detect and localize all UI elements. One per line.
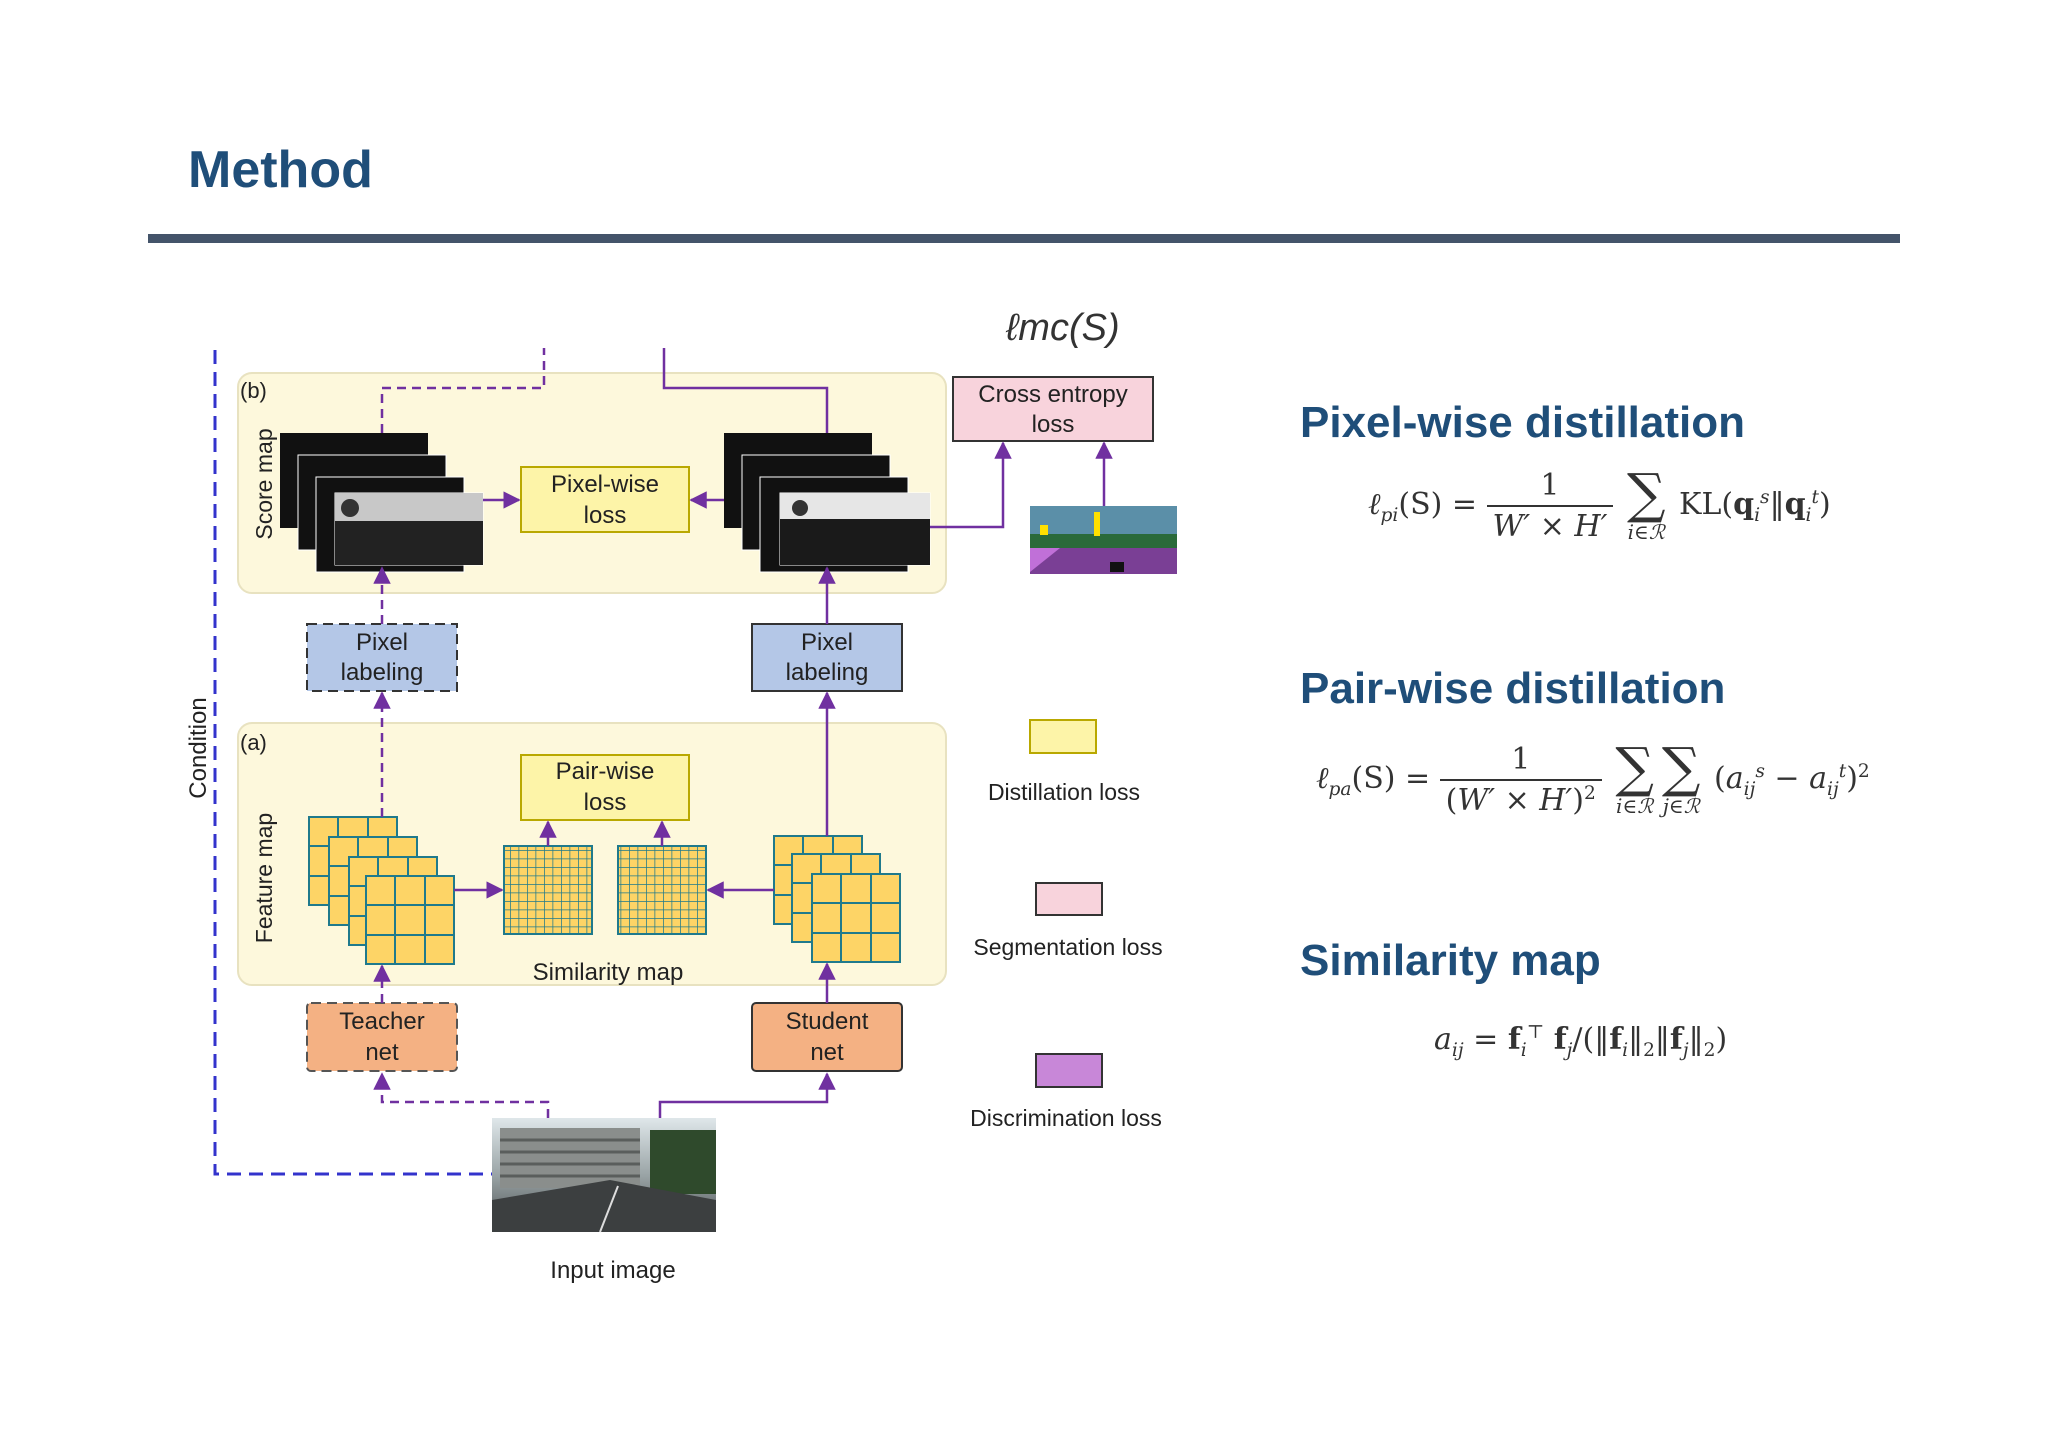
input-image-label: Input image bbox=[550, 1257, 675, 1284]
student-feature-maps bbox=[773, 835, 901, 963]
pair-wise-formula: ℓpa(S) = 1(W′ × H′)2 ∑i∈ℛ∑j∈ℛ (aijs − ai… bbox=[1316, 736, 1870, 819]
pair-wise-loss-line-2: loss bbox=[584, 789, 627, 816]
teacher-pixel-labeling-line-2: labeling bbox=[341, 659, 424, 686]
teacher-similarity-map bbox=[503, 845, 593, 935]
student-similarity-map bbox=[617, 845, 707, 935]
student-scoremap-to-top bbox=[662, 348, 829, 433]
pixel-wise-loss-line-2: loss bbox=[584, 502, 627, 529]
slide-title: Method bbox=[188, 141, 373, 199]
legend-label-discrimination: Discrimination loss bbox=[970, 1105, 1162, 1131]
panel-a-tag: (a) bbox=[240, 730, 267, 755]
title-rule bbox=[148, 234, 1900, 243]
teacher-feature-maps bbox=[308, 816, 455, 965]
pair-wise-heading: Pair-wise distillation bbox=[1300, 664, 1726, 713]
pair-wise-loss-line-1: Pair-wise bbox=[556, 758, 655, 785]
pair-wise-fraction: 1(W′ × H′)2 bbox=[1439, 742, 1602, 818]
mc-loss-label: ℓmc(S) bbox=[1005, 307, 1120, 349]
student-scoremap-to-crossentropy-arrow bbox=[930, 441, 1012, 529]
pixel-wise-heading: Pixel-wise distillation bbox=[1300, 398, 1746, 447]
legend-swatch-discrimination bbox=[1035, 1053, 1103, 1088]
score-map-label: Score map bbox=[251, 428, 277, 539]
condition-label: Condition bbox=[185, 697, 212, 798]
input-to-student-arrow bbox=[658, 1072, 836, 1118]
legend-swatch-distillation bbox=[1029, 719, 1097, 754]
legend-label-segmentation: Segmentation loss bbox=[973, 934, 1162, 960]
pixel-wise-sum-symbol: ∑i∈ℛ bbox=[1626, 462, 1666, 545]
ground-truth-segmentation bbox=[1030, 506, 1177, 574]
legend-label-distillation: Distillation loss bbox=[988, 779, 1140, 805]
teacher-pixel-labeling-line-1: Pixel bbox=[356, 629, 408, 656]
pixel-wise-loss-line-1: Pixel-wise bbox=[551, 471, 659, 498]
cross-entropy-loss-line-2: loss bbox=[1032, 411, 1075, 438]
student-score-maps bbox=[724, 433, 931, 573]
similarity-heading: Similarity map bbox=[1300, 936, 1601, 985]
pair-wise-sum-symbol-j: ∑j∈ℛ bbox=[1661, 736, 1701, 819]
feature-map-label: Feature map bbox=[251, 813, 277, 943]
panel-b-tag: (b) bbox=[240, 378, 267, 403]
condition-line bbox=[213, 350, 495, 1176]
teacher-net-line-2: net bbox=[365, 1039, 399, 1066]
similarity-formula: aij = fi⊤ fj/(‖fi‖2‖fj‖2) bbox=[1434, 1022, 1728, 1061]
student-pixel-labeling-line-1: Pixel bbox=[801, 629, 853, 656]
student-net-line-2: net bbox=[810, 1039, 844, 1066]
similarity-map-label: Similarity map bbox=[533, 959, 684, 986]
legend-swatch-segmentation bbox=[1035, 882, 1103, 916]
teacher-score-maps bbox=[280, 433, 484, 573]
input-image bbox=[492, 1118, 716, 1233]
input-to-teacher-arrow bbox=[373, 1072, 550, 1118]
student-net-line-1: Student bbox=[786, 1008, 869, 1035]
cross-entropy-loss-line-1: Cross entropy bbox=[978, 381, 1127, 408]
teacher-net-line-1: Teacher bbox=[339, 1008, 424, 1035]
student-pixel-labeling-line-2: labeling bbox=[786, 659, 869, 686]
pair-wise-loss-box bbox=[520, 754, 690, 821]
student-pixel-labeling-box bbox=[751, 623, 903, 692]
teacher-pixel-labeling-box bbox=[306, 623, 458, 692]
pair-wise-sum-symbol-i: ∑i∈ℛ bbox=[1615, 736, 1654, 819]
teacher-scoremap-to-condition bbox=[380, 348, 546, 433]
pixel-wise-loss-box bbox=[520, 466, 690, 533]
cross-entropy-loss-box bbox=[952, 376, 1154, 442]
